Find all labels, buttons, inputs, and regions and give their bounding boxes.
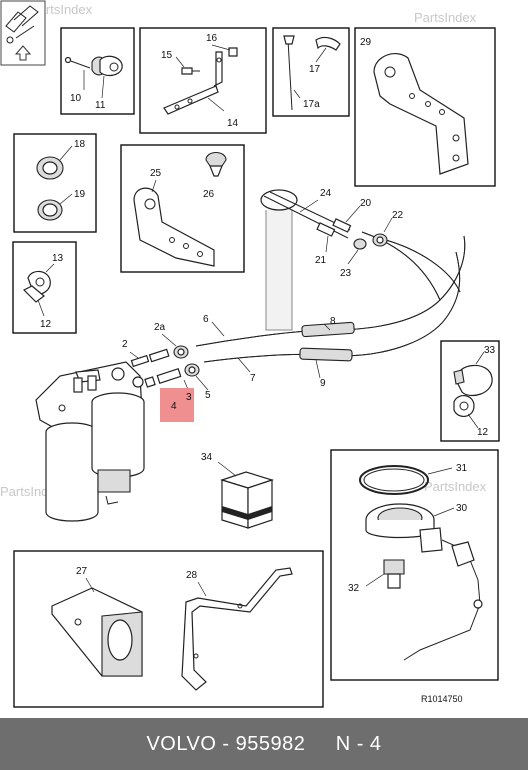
callout-29[interactable]: 29 bbox=[360, 37, 372, 48]
detail-box-ties-17: 17 17a bbox=[272, 27, 350, 117]
callout-26[interactable]: 26 bbox=[203, 189, 215, 200]
callout-2[interactable]: 2 bbox=[122, 339, 128, 350]
callout-27[interactable]: 27 bbox=[76, 566, 88, 577]
callout-7[interactable]: 7 bbox=[250, 373, 256, 384]
arrow-up-icon bbox=[14, 45, 32, 61]
watermark-top-right: PartsIndex bbox=[414, 10, 477, 25]
footer-gap bbox=[305, 733, 335, 756]
fitting-group bbox=[129, 333, 209, 395]
fuel-filter-assembly bbox=[35, 361, 145, 522]
callout-28[interactable]: 28 bbox=[186, 570, 198, 581]
callout-4[interactable]: 4 bbox=[171, 401, 177, 412]
callout-32[interactable]: 32 bbox=[348, 583, 360, 594]
callout-31[interactable]: 31 bbox=[456, 463, 468, 474]
callout-3[interactable]: 3 bbox=[186, 392, 192, 403]
callout-10[interactable]: 10 bbox=[70, 93, 82, 104]
callout-11[interactable]: 11 bbox=[95, 100, 106, 111]
callout-5[interactable]: 5 bbox=[205, 390, 211, 401]
callout-23[interactable]: 23 bbox=[340, 268, 352, 279]
detail-box-brackets-27-28: 27 28 bbox=[13, 550, 324, 708]
callout-33[interactable]: 33 bbox=[484, 345, 496, 356]
part-34-kit: 34 bbox=[201, 452, 274, 529]
callout-9[interactable]: 9 bbox=[320, 378, 326, 389]
detail-box-clip-12-13: 13 12 bbox=[12, 241, 77, 334]
callout-25[interactable]: 25 bbox=[150, 168, 162, 179]
callout-17a[interactable]: 17a bbox=[303, 99, 320, 110]
tank-pipe-assembly bbox=[260, 189, 393, 331]
footer-separator: - bbox=[216, 732, 236, 755]
parts-diagram: PartsIndex PartsIndex PartsIndex PartsIn… bbox=[0, 0, 500, 708]
callout-13[interactable]: 13 bbox=[52, 253, 64, 264]
detail-box-bracket-14-16: 15 16 14 bbox=[139, 27, 267, 134]
callout-16[interactable]: 16 bbox=[206, 33, 218, 44]
detail-box-clamp-10-11: 10 11 bbox=[60, 27, 135, 115]
footer-position: N - 4 bbox=[335, 732, 382, 755]
watermark-mid-right: PartsIndex bbox=[424, 479, 487, 494]
callout-20[interactable]: 20 bbox=[360, 198, 372, 209]
diagram-nav-icon[interactable] bbox=[0, 0, 46, 66]
callout-6[interactable]: 6 bbox=[203, 314, 209, 325]
callout-17[interactable]: 17 bbox=[309, 64, 321, 75]
callout-34[interactable]: 34 bbox=[201, 452, 213, 463]
callout-14[interactable]: 14 bbox=[227, 118, 239, 129]
footer-bar: VOLVO - 955982 N - 4 bbox=[0, 718, 528, 770]
watermark-top-left: PartsIndex bbox=[30, 2, 93, 17]
callout-18[interactable]: 18 bbox=[74, 139, 86, 150]
footer-part-number: 955982 bbox=[235, 732, 306, 755]
footer-brand: VOLVO bbox=[146, 732, 217, 755]
parts-thumbnail-icon bbox=[5, 5, 39, 44]
callout-24[interactable]: 24 bbox=[320, 188, 332, 199]
detail-box-sensor-30-32: 31 30 32 bbox=[330, 449, 499, 681]
callout-12-right[interactable]: 12 bbox=[477, 427, 489, 438]
detail-box-clip-33-12: 33 12 bbox=[440, 340, 500, 442]
callout-22[interactable]: 22 bbox=[392, 210, 404, 221]
callout-30[interactable]: 30 bbox=[456, 503, 468, 514]
detail-box-bracket-25-26: 25 26 bbox=[120, 144, 245, 273]
callout-2a[interactable]: 2a bbox=[154, 322, 166, 333]
diagram-reference: R1014750 bbox=[421, 694, 463, 704]
highlight-box-4 bbox=[160, 388, 194, 422]
callout-15[interactable]: 15 bbox=[161, 50, 173, 61]
detail-box-grommets-18-19: 18 19 bbox=[13, 133, 97, 233]
detail-box-bracket-29: 29 bbox=[354, 27, 496, 187]
callout-21[interactable]: 21 bbox=[315, 255, 327, 266]
fuel-pipes bbox=[195, 231, 466, 379]
callout-12-left[interactable]: 12 bbox=[40, 319, 52, 330]
callout-8[interactable]: 8 bbox=[330, 316, 336, 327]
callout-19[interactable]: 19 bbox=[74, 189, 86, 200]
